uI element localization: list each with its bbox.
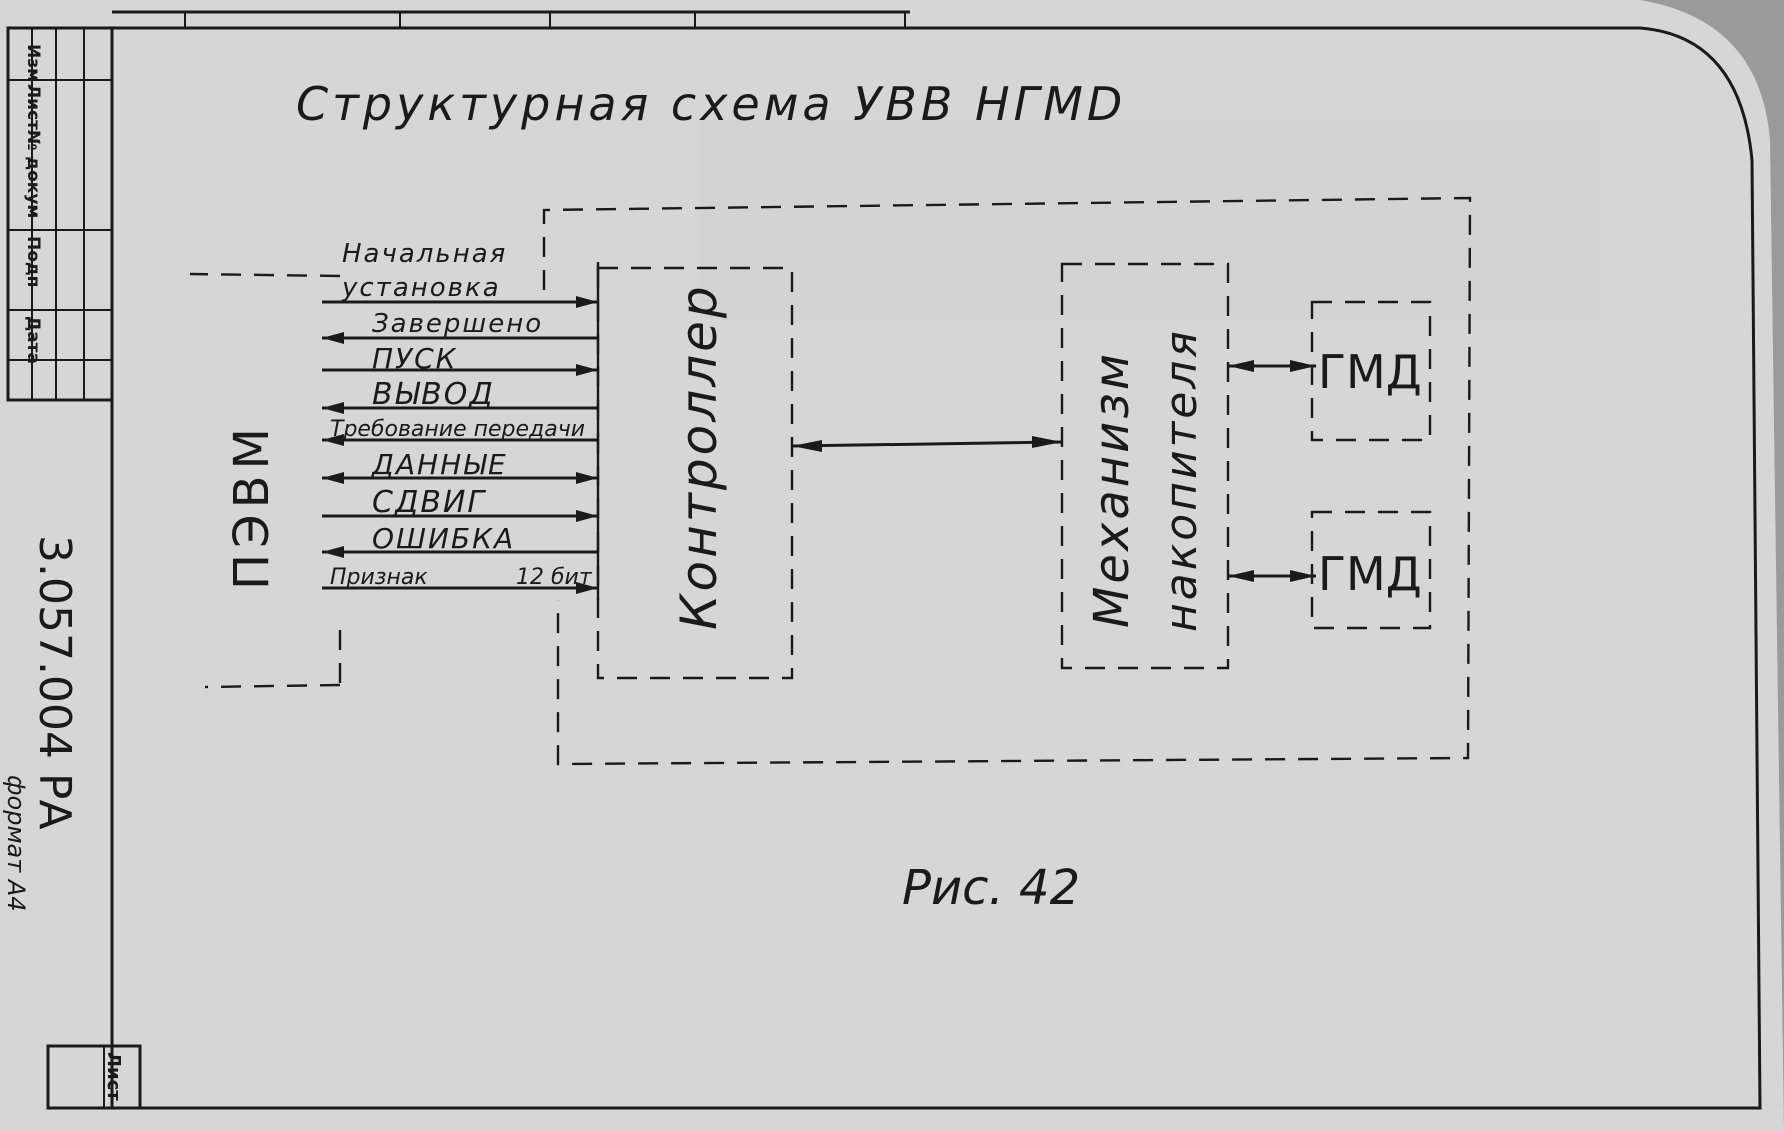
mechanism-drive-bottom-link xyxy=(1228,570,1316,582)
pc-block xyxy=(189,272,342,689)
stamp-izm: Изм xyxy=(23,44,43,82)
stamp-doc: № докум xyxy=(23,130,43,218)
signal-arrow xyxy=(322,546,344,558)
device-boundary xyxy=(542,196,1472,766)
signal-arrow xyxy=(576,296,598,308)
drive-block-bottom xyxy=(1310,510,1432,630)
signal-arrow xyxy=(322,332,344,344)
signal-label: установка xyxy=(341,273,501,303)
signal-arrow xyxy=(576,582,598,594)
format-label: формат А4 xyxy=(2,775,30,912)
signal-label: Начальная xyxy=(342,239,507,269)
signal-label: Признак xyxy=(330,565,428,590)
sheet-frame xyxy=(110,10,1762,1110)
controller-label: Контроллер xyxy=(670,283,728,630)
signal-label: Требование передачи xyxy=(330,417,585,442)
mechanism-block xyxy=(1060,262,1230,670)
figure-caption: Рис. 42 xyxy=(902,860,1080,916)
stamp-sign: Подп xyxy=(23,236,43,287)
stamp-list: Лист xyxy=(23,84,43,130)
bleed-through-shade xyxy=(700,120,1600,320)
controller-mechanism-link xyxy=(791,436,1063,452)
signal-label: СДВИГ xyxy=(372,485,486,520)
left-stamp-block: Изм Лист № докум Подп Дата xyxy=(6,26,114,402)
signal-label: ОШИБКА xyxy=(372,522,515,555)
signal-arrow xyxy=(576,510,598,522)
signal-arrow xyxy=(322,472,344,484)
drive-block-top xyxy=(1310,300,1432,442)
signal-label: Завершено xyxy=(372,309,543,339)
drive-label-bottom: ГМД xyxy=(1318,547,1422,601)
signal-label: ПУСК xyxy=(372,342,458,375)
document-code: 3.057.004 РА xyxy=(29,535,80,830)
signal-arrow xyxy=(576,472,598,484)
diagram-title: Структурная схема УВВ НГМD xyxy=(296,77,1126,131)
signal-arrow xyxy=(322,434,344,446)
signal-label: ДАННЫЕ xyxy=(370,448,508,481)
sheet-label: Лист xyxy=(103,1052,124,1101)
sheet-number-box: Лист xyxy=(46,1044,142,1110)
signal-arrow xyxy=(322,402,344,414)
mechanism-drive-top-link xyxy=(1228,360,1316,372)
signal-label: ВЫВОД xyxy=(372,377,495,412)
signal-arrow xyxy=(576,364,598,376)
signal-width-note: 12 бит xyxy=(516,565,593,590)
mechanism-label-line1: Механизм xyxy=(1084,351,1140,628)
mechanism-label-line2: накопителя xyxy=(1156,328,1207,632)
drive-label-top: ГМД xyxy=(1318,345,1422,399)
stamp-date: Дата xyxy=(23,316,43,364)
pc-label: ПЭВМ xyxy=(224,422,280,590)
